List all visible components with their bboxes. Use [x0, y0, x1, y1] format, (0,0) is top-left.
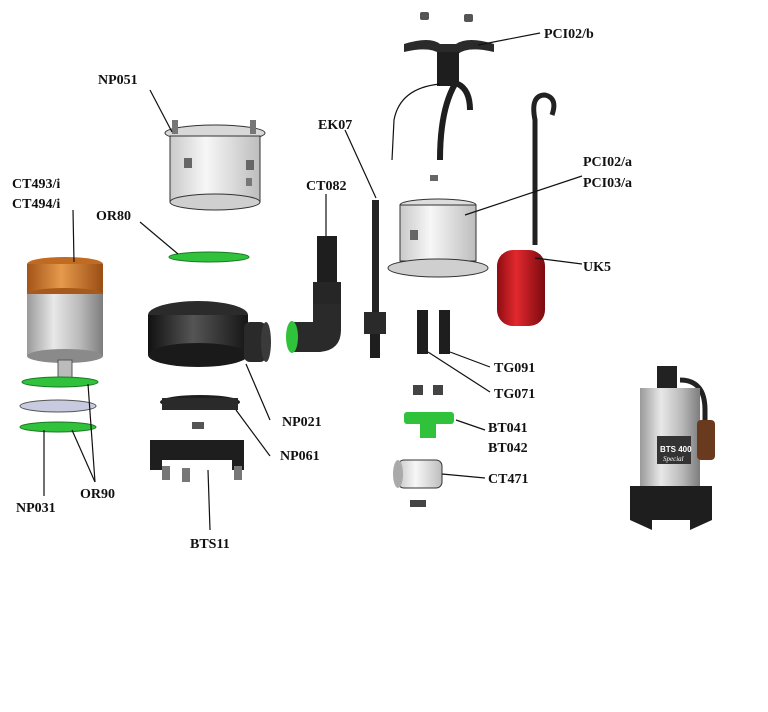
label-np031: NP031 — [16, 501, 56, 516]
label-bt041: BT041 — [488, 421, 528, 436]
pump-variant-text: Special — [663, 455, 684, 463]
label-ct471: CT471 — [488, 472, 528, 487]
label-bt042: BT042 — [488, 441, 528, 456]
label-tg071: TG071 — [494, 387, 535, 402]
motor-cover-np051 — [164, 120, 266, 211]
label-np051: NP051 — [98, 73, 138, 88]
label-np021: NP021 — [282, 415, 322, 430]
float-housing-pci02a — [387, 198, 489, 278]
cable-ek07 — [364, 200, 386, 358]
bracket-pci02b — [391, 12, 494, 181]
label-ct493i: CT493/i — [12, 177, 60, 192]
oring-or80 — [168, 251, 250, 263]
connector-bt041 — [404, 412, 454, 438]
label-pci03a: PCI03/a — [583, 176, 632, 191]
elbow-ct082 — [286, 236, 341, 353]
label-or80: OR80 — [96, 209, 131, 224]
part-labels: PCI02/b NP051 EK07 PCI02/a PCI03/a CT493… — [12, 27, 632, 552]
label-or90: OR90 — [80, 487, 115, 502]
label-tg091: TG091 — [494, 361, 535, 376]
label-ek07: EK07 — [318, 118, 352, 133]
assembled-pump-image: BTS 400 Special — [630, 366, 715, 530]
label-pci02a: PCI02/a — [583, 155, 632, 170]
leader-lines — [43, 32, 583, 531]
cable-glands — [413, 310, 450, 395]
motor-stator-ct493 — [27, 257, 103, 383]
label-uk5: UK5 — [583, 260, 611, 275]
float-switch-uk5 — [497, 92, 557, 326]
pump-model-text: BTS 400 — [660, 445, 692, 454]
capacitor-ct471 — [393, 459, 443, 507]
impeller-np061 — [160, 395, 240, 429]
label-ct082: CT082 — [306, 179, 346, 194]
base-bts11 — [150, 440, 244, 482]
seal-rings — [19, 376, 99, 433]
label-ct494i: CT494/i — [12, 197, 60, 212]
label-bts11: BTS11 — [190, 537, 230, 552]
pump-housing-np021 — [148, 301, 271, 367]
label-np061: NP061 — [280, 449, 320, 464]
label-pci02b: PCI02/b — [544, 27, 594, 42]
